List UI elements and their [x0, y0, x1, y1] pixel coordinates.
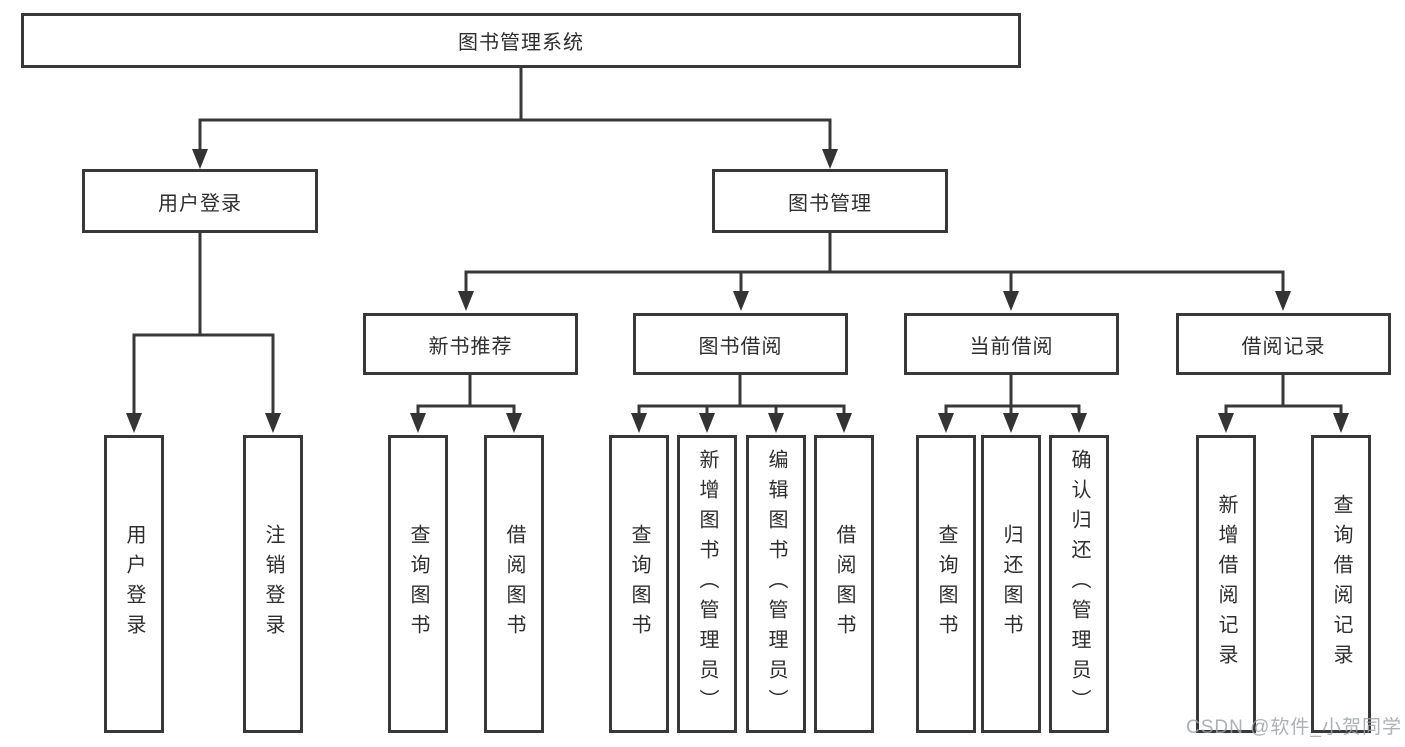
connector-current-borrow-to-leaves	[938, 375, 1087, 433]
leaf-query-borrow-record: 查询借阅记录	[1311, 435, 1371, 733]
leaf-logout: 注销登录	[243, 435, 303, 733]
node-label: 新增借阅记录	[1215, 494, 1237, 674]
leaf-query-books-3: 查询图书	[916, 435, 976, 733]
arrow-down-icon	[506, 413, 522, 433]
connector-borrow-records-to-leaves	[1218, 375, 1349, 433]
csdn-watermark: CSDN @软件_小贺同学	[1186, 717, 1402, 738]
node-label: 借阅图书	[503, 524, 525, 644]
arrow-down-icon	[192, 149, 208, 169]
node-label: 查询借阅记录	[1330, 494, 1352, 674]
node-label: 查询图书	[407, 524, 429, 644]
leaf-user-login: 用户登录	[104, 435, 164, 733]
node-label: 注销登录	[262, 524, 284, 644]
node-borrow-records: 借阅记录	[1176, 313, 1391, 375]
node-label: 新书推荐	[428, 335, 513, 358]
arrow-down-icon	[1218, 413, 1234, 433]
arrow-down-icon	[1003, 291, 1019, 311]
node-label: 当前借阅	[969, 335, 1054, 358]
node-label: 借阅记录	[1241, 335, 1326, 358]
arrow-down-icon	[836, 413, 852, 433]
leaf-query-books-2: 查询图书	[609, 435, 669, 733]
node-label: 图书管理系统	[458, 32, 584, 54]
node-label: 图书管理	[788, 192, 872, 215]
arrow-down-icon	[410, 413, 426, 433]
node-label: 用户登录	[158, 192, 242, 215]
arrow-down-icon	[1071, 413, 1087, 433]
node-label: 用户登录	[123, 524, 145, 644]
leaf-edit-books-admin: 编辑图书（管理员）	[746, 435, 806, 733]
arrow-down-icon	[265, 413, 281, 433]
node-root-system: 图书管理系统	[21, 13, 1021, 68]
leaf-query-books-1: 查询图书	[388, 435, 448, 733]
connector-new-book-rec-to-leaves	[410, 375, 522, 433]
node-label: 归还图书	[1000, 524, 1022, 644]
arrow-down-icon	[938, 413, 954, 433]
node-label: 查询图书	[935, 524, 957, 644]
leaf-borrow-books-1: 借阅图书	[484, 435, 544, 733]
node-label: 新增图书（管理员）	[696, 449, 718, 719]
node-book-management: 图书管理	[712, 169, 948, 233]
leaf-add-borrow-record: 新增借阅记录	[1196, 435, 1256, 733]
node-label: 确认归还（管理员）	[1068, 449, 1090, 719]
node-label: 编辑图书（管理员）	[765, 449, 787, 719]
node-book-borrowing: 图书借阅	[633, 313, 848, 375]
arrow-down-icon	[768, 413, 784, 433]
leaf-add-books-admin: 新增图书（管理员）	[677, 435, 737, 733]
arrow-down-icon	[699, 413, 715, 433]
arrow-down-icon	[631, 413, 647, 433]
connector-root-to-level2	[192, 68, 838, 169]
node-label: 借阅图书	[833, 524, 855, 644]
arrow-down-icon	[822, 149, 838, 169]
arrow-down-icon	[1003, 413, 1019, 433]
connector-user-login-to-leaves	[126, 233, 281, 433]
arrow-down-icon	[1333, 413, 1349, 433]
node-label: 查询图书	[628, 524, 650, 644]
arrow-down-icon	[1275, 291, 1291, 311]
node-label: 图书借阅	[698, 335, 783, 358]
connector-book-borrow-to-leaves	[631, 375, 852, 433]
node-current-borrowing: 当前借阅	[904, 313, 1119, 375]
leaf-confirm-return-admin: 确认归还（管理员）	[1049, 435, 1109, 733]
leaf-borrow-books-2: 借阅图书	[814, 435, 874, 733]
arrow-down-icon	[733, 291, 749, 311]
connector-book-mgmt-to-level3	[458, 233, 1291, 311]
leaf-return-books: 归还图书	[981, 435, 1041, 733]
arrow-down-icon	[126, 413, 142, 433]
node-new-book-recommend: 新书推荐	[363, 313, 578, 375]
node-user-login: 用户登录	[82, 169, 318, 233]
arrow-down-icon	[458, 291, 474, 311]
